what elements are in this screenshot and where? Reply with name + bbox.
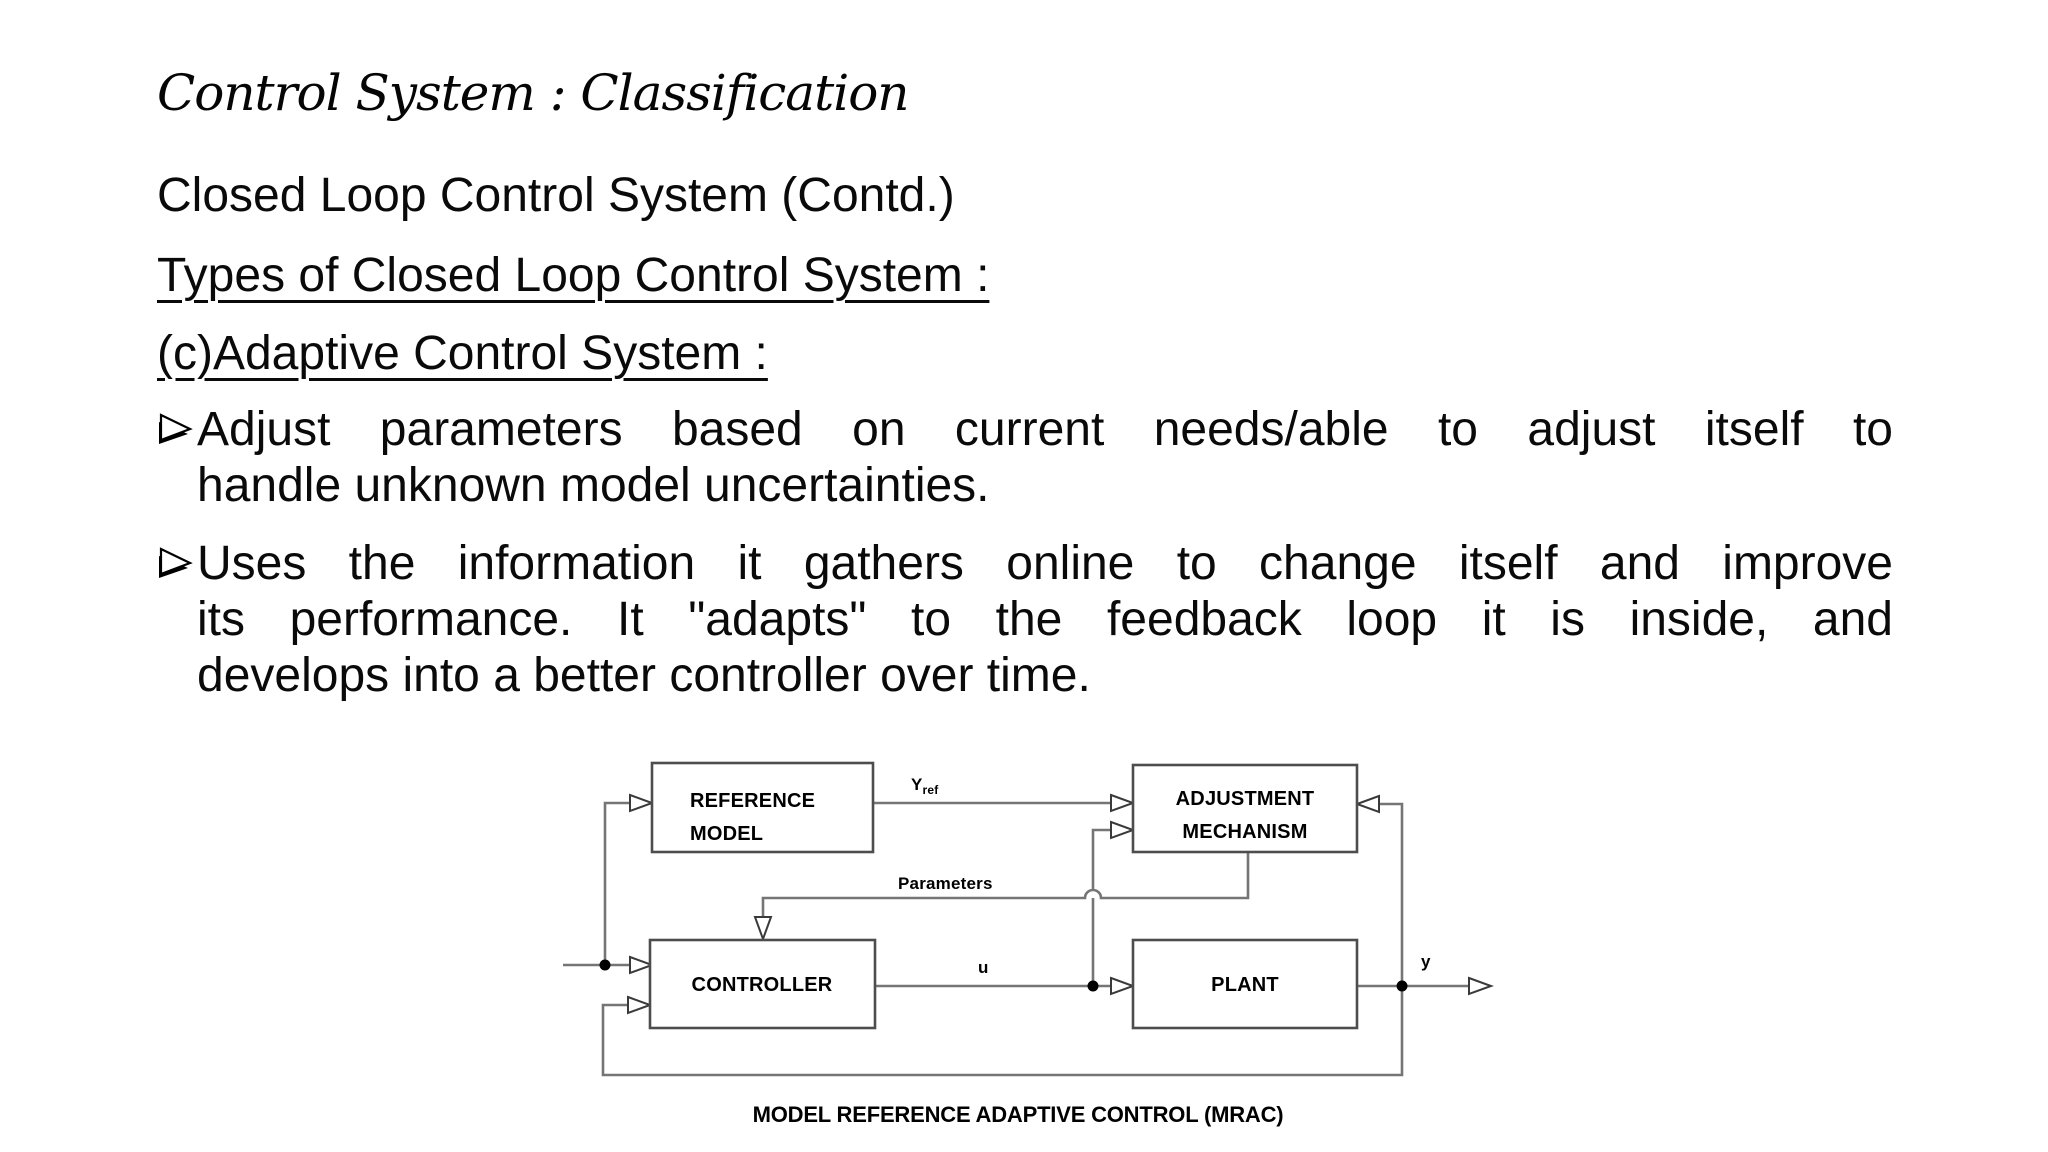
- adjustment-mechanism-label-line2: MECHANISM: [1182, 821, 1307, 843]
- diagram-lines: [563, 801, 1469, 1077]
- y-signal-label: y: [1421, 952, 1431, 971]
- section-heading-types: Types of Closed Loop Control System :: [157, 248, 1893, 304]
- adjustment-mechanism-box: [1131, 763, 1359, 854]
- bullet-item: Adjust parameters based on current needs…: [157, 402, 1893, 514]
- section-heading-adaptive-text: (c)Adaptive Control System :: [157, 327, 768, 380]
- bullet-line: develops into a better controller over t…: [197, 649, 1091, 702]
- diagram-boxes: [648, 761, 1359, 1030]
- plant-label: PLANT: [1211, 974, 1279, 996]
- parameters-signal-label: Parameters: [898, 874, 993, 893]
- controller-label: CONTROLLER: [692, 974, 833, 996]
- section-heading-adaptive: (c)Adaptive Control System :: [157, 326, 1893, 382]
- bullet-text: Adjust parameters based on current needs…: [197, 402, 1893, 514]
- adjustment-mechanism-label-line1: ADJUSTMENT: [1176, 788, 1315, 810]
- bullet-line: Adjust parameters based on current needs…: [197, 403, 1893, 456]
- bullet-line: Uses the information it gathers online t…: [197, 537, 1893, 590]
- bullet-line: its performance. It "adapts" to the feed…: [197, 593, 1893, 646]
- diagram-caption: MODEL REFERENCE ADAPTIVE CONTROL (MRAC): [753, 1102, 1284, 1127]
- u-signal-label: u: [978, 958, 989, 977]
- bullet-item: Uses the information it gathers online t…: [157, 536, 1893, 704]
- subtitle: Closed Loop Control System (Contd.): [157, 169, 955, 222]
- mrac-block-diagram: REFERENCE MODEL ADJUSTMENT MECHANISM CON…: [563, 761, 1494, 1127]
- controller-box: [648, 938, 877, 1030]
- section-heading-types-text: Types of Closed Loop Control System :: [157, 249, 990, 302]
- yref-signal-label: Yref: [911, 775, 939, 797]
- bullet-text: Uses the information it gathers online t…: [197, 536, 1893, 704]
- page-title: Control System : Classification: [157, 64, 909, 122]
- junction-dots: [599, 959, 1408, 992]
- bullet-line: handle unknown model uncertainties.: [197, 459, 990, 512]
- reference-model-label-line2: MODEL: [690, 823, 763, 845]
- arrowhead-bullet-icon: [157, 547, 197, 584]
- arrowheads: [627, 793, 1494, 1015]
- parameters-line: [761, 852, 1250, 917]
- arrowhead-bullet-icon: [157, 413, 197, 450]
- plant-box: [1131, 938, 1359, 1030]
- reference-model-box: [650, 761, 875, 854]
- reference-model-label-line1: REFERENCE: [690, 790, 815, 812]
